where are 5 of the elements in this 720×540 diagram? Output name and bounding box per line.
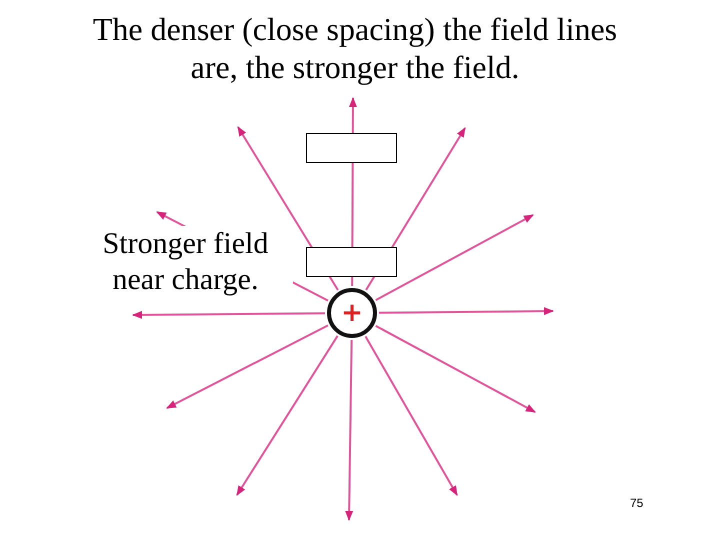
empty-box [306,247,397,277]
page-number: 75 [630,496,644,510]
empty-box [306,133,397,163]
title: The denser (close spacing) the field lines are, the stronger the field. [92,10,618,86]
charge-circle: + [327,288,377,338]
